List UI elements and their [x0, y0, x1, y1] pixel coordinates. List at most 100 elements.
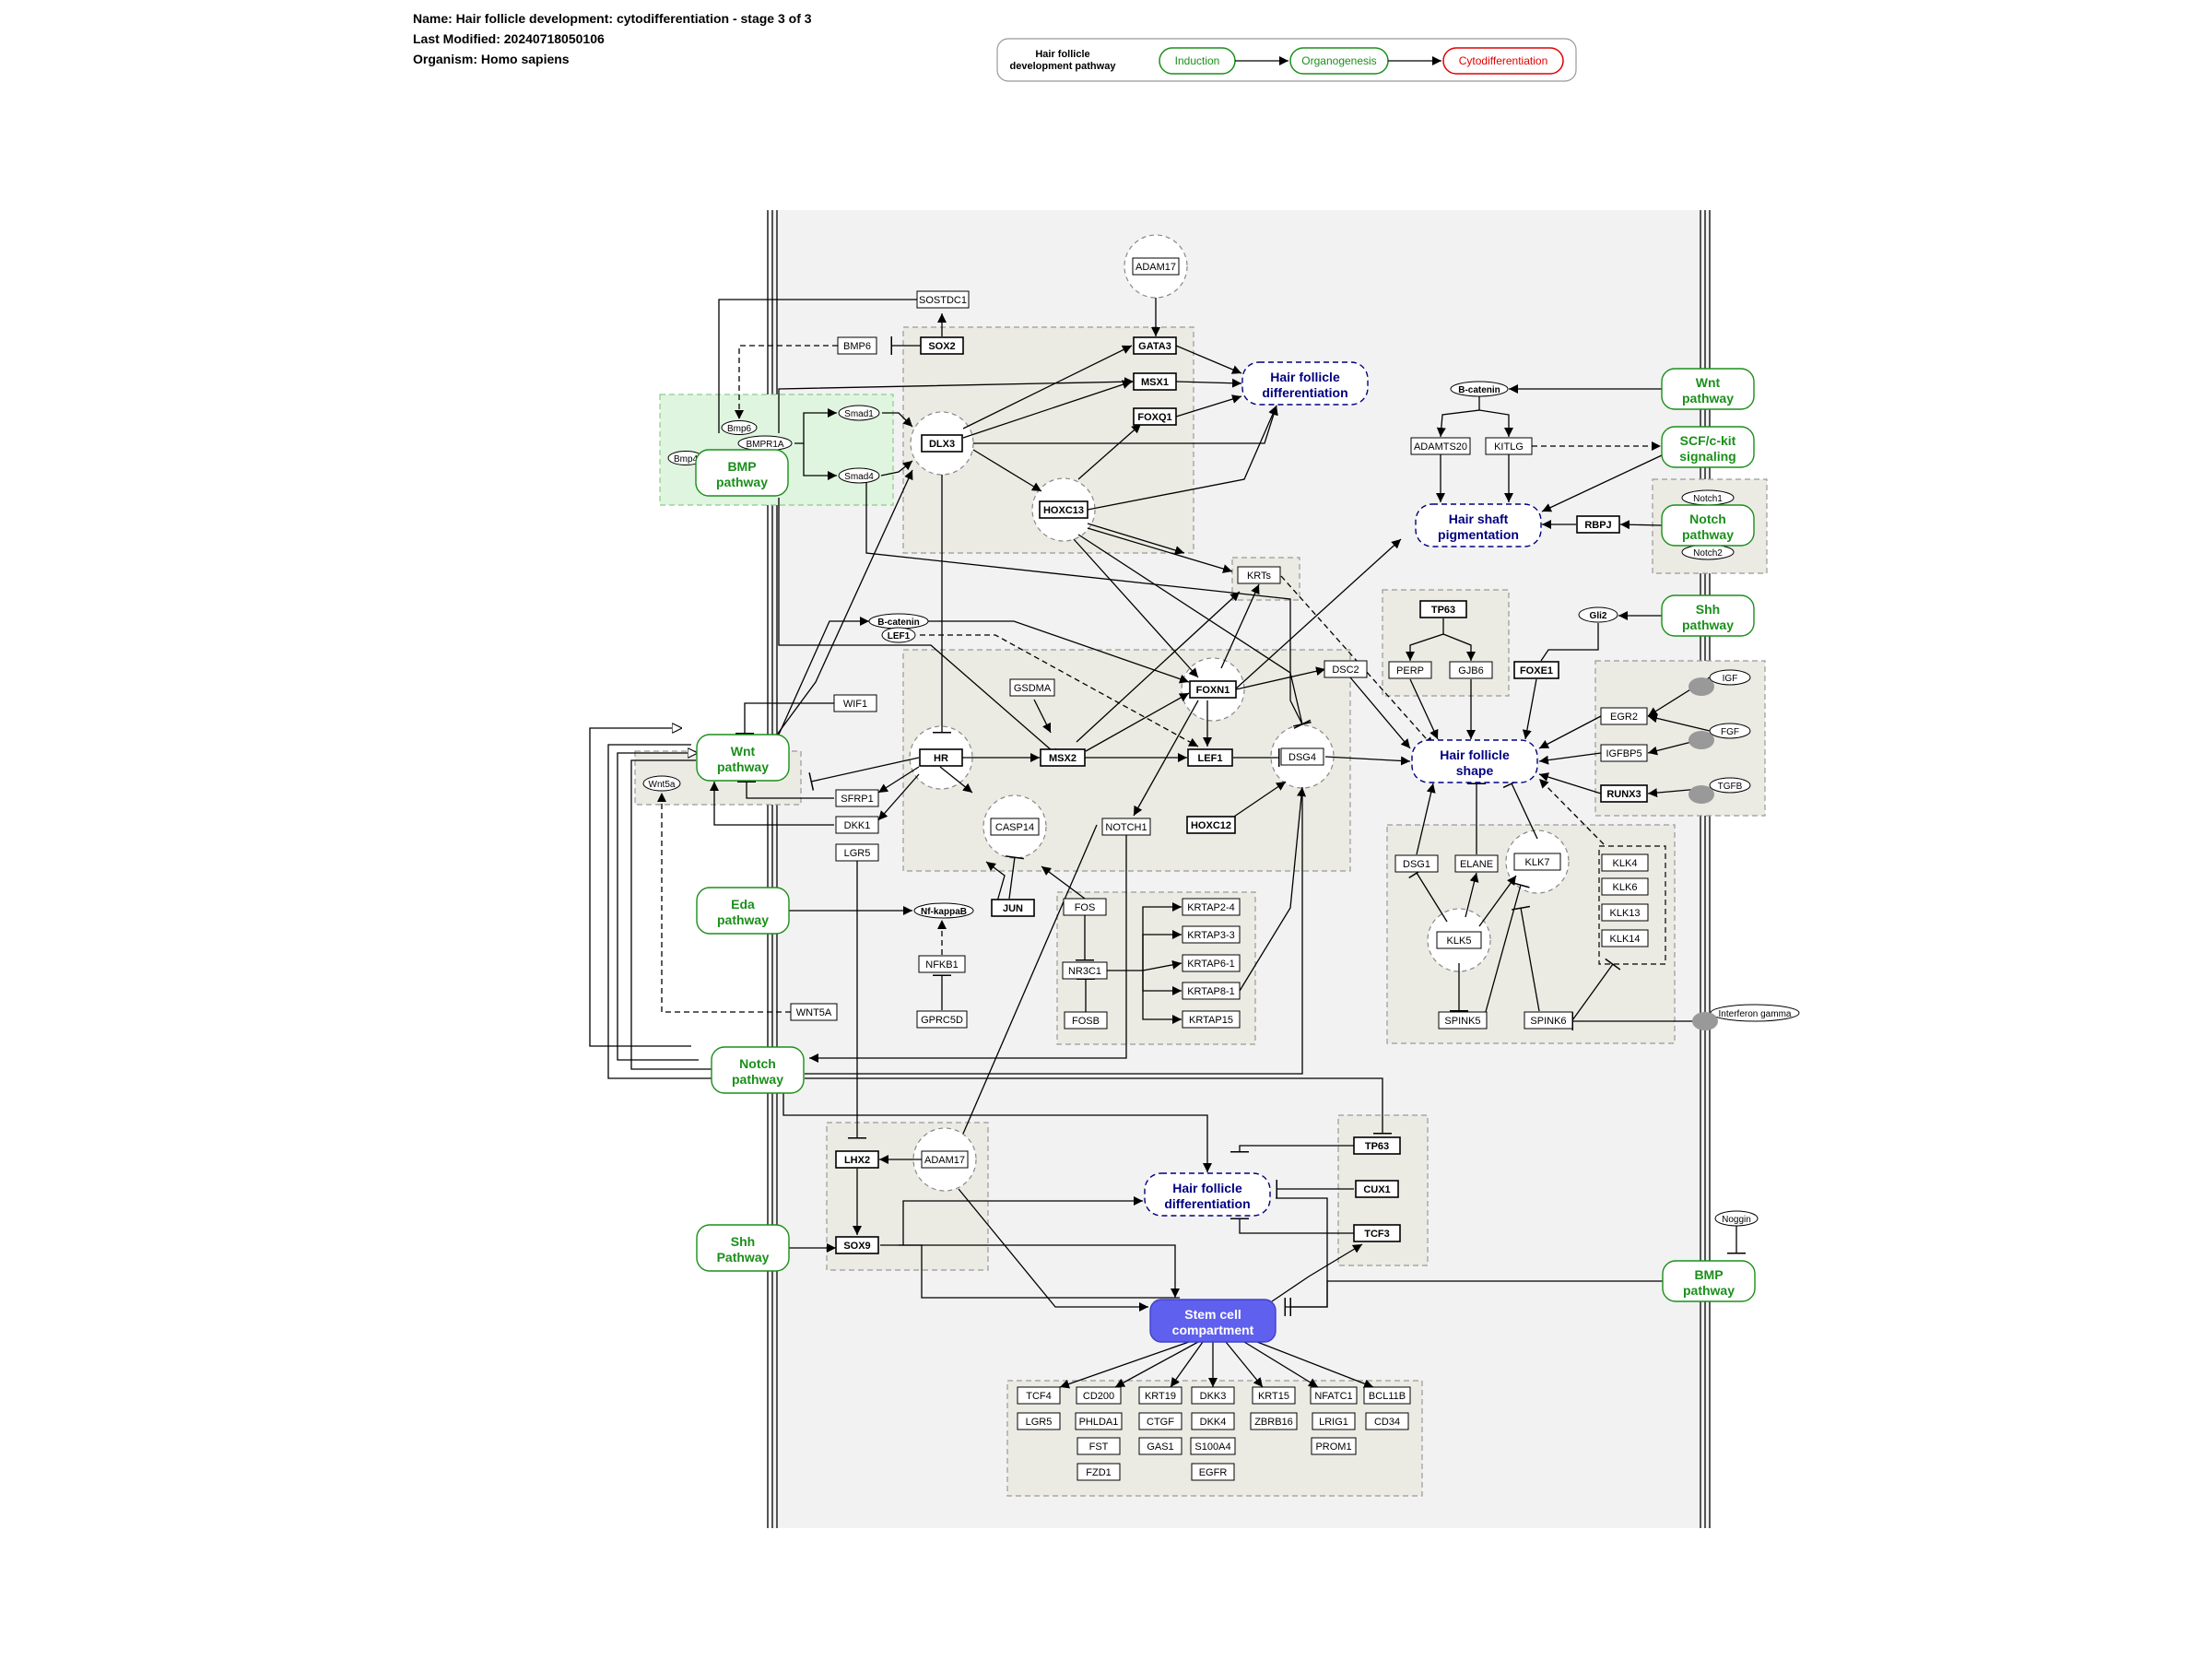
edge	[1234, 538, 1402, 690]
pathway-line1-label: BMP	[727, 459, 756, 474]
gene-label: PROM1	[1315, 1441, 1351, 1453]
gene-label: GPRC5D	[921, 1015, 963, 1026]
gene-runx3: RUNX3	[1600, 784, 1648, 803]
gene-egfr: EGFR	[1191, 1463, 1235, 1481]
edge	[1619, 520, 1663, 530]
gene-lgr5: LGR5	[835, 843, 879, 862]
gene-hr: HR	[919, 748, 963, 767]
gene-dsg1: DSG1	[1394, 854, 1439, 873]
node-bmp4: Bmp4	[667, 451, 704, 465]
edge	[778, 377, 1135, 433]
edge	[1571, 958, 1621, 1021]
node-wnt5a: Wnt5a	[642, 775, 681, 792]
gene-adam17: ADAM17	[921, 1150, 969, 1169]
node-label: Interferon gamma	[1719, 1009, 1792, 1019]
edge	[1239, 786, 1306, 992]
pathway-line2-label: pathway	[717, 912, 769, 927]
gene-krtap8-1: KRTAP8-1	[1182, 982, 1241, 1000]
legend: Hair follicle development pathway Induct…	[996, 38, 1577, 82]
node-label: Noggin	[1722, 1215, 1751, 1225]
edge	[1230, 1218, 1354, 1234]
gene-label: DSG4	[1288, 752, 1316, 763]
edge	[1408, 867, 1448, 923]
gene-spink5: SPINK5	[1438, 1011, 1488, 1030]
legend-stage-induction: Induction	[1175, 54, 1220, 67]
edge	[939, 766, 973, 794]
organism: Organism: Homo sapiens	[413, 52, 570, 66]
node-smad1: Smad1	[838, 405, 880, 421]
edge	[809, 835, 1127, 1063]
edge	[718, 299, 922, 433]
node-label: Notch1	[1693, 494, 1723, 504]
edge	[1538, 772, 1602, 794]
gene-label: KRTAP6-1	[1187, 959, 1235, 970]
node-label: Smad1	[844, 409, 874, 419]
gene-jun: JUN	[991, 899, 1035, 917]
edge	[1175, 394, 1242, 418]
last-modified: Last Modified: 20240718050106	[413, 31, 605, 46]
gene-cd34: CD34	[1365, 1412, 1409, 1430]
gene-label: GAS1	[1147, 1441, 1173, 1453]
gene-klk13: KLK13	[1601, 903, 1649, 922]
node-igf: IGF	[1709, 669, 1751, 686]
gene-label: NFATC1	[1314, 1391, 1352, 1402]
gene-gprc5d: GPRC5D	[916, 1010, 968, 1029]
node-bmp6: Bmp6	[721, 420, 758, 435]
gene-fzd1: FZD1	[1077, 1463, 1121, 1481]
gene-label: LRIG1	[1319, 1417, 1348, 1428]
receptor-blob	[1688, 731, 1714, 749]
edge	[1416, 782, 1436, 855]
edge	[1465, 872, 1479, 918]
edge	[769, 469, 913, 746]
edge	[1409, 678, 1439, 740]
gene-bmp6: BMP6	[837, 336, 877, 355]
edge	[1225, 1341, 1264, 1388]
edge	[1133, 700, 1199, 817]
gene-lrig1: LRIG1	[1312, 1412, 1356, 1430]
gene-label: CD200	[1083, 1391, 1114, 1402]
gene-label: RUNX3	[1606, 789, 1641, 800]
gene-label: FOSB	[1072, 1016, 1100, 1027]
edge	[1324, 756, 1411, 766]
gene-label: TCF3	[1364, 1229, 1390, 1240]
gene-dkk3: DKK3	[1191, 1386, 1235, 1405]
group-klk-set	[1598, 845, 1666, 965]
process-line1-label: Hair follicle	[1172, 1181, 1242, 1195]
process-line2-label: differentiation	[1262, 385, 1347, 400]
gene-label: ADAM17	[924, 1155, 965, 1166]
edge	[1478, 409, 1513, 437]
gene-klk14: KLK14	[1601, 929, 1649, 947]
pathway-line2-label: pathway	[1682, 618, 1734, 632]
receptor-blob	[1688, 677, 1714, 696]
gene-tp63: TP63	[1353, 1136, 1401, 1155]
gene-tp63: TP63	[1419, 600, 1467, 618]
gene-gsdma: GSDMA	[1009, 678, 1055, 697]
gene-label: HR	[934, 753, 948, 764]
gene-gjb6: GJB6	[1449, 661, 1493, 679]
edge	[920, 634, 1199, 747]
edge	[805, 1077, 1392, 1135]
pathway-line1-label: Shh	[731, 1234, 755, 1249]
gene-label: EGR2	[1610, 712, 1638, 723]
edge	[710, 782, 834, 826]
gene-krt15: KRT15	[1252, 1386, 1296, 1405]
node-label: IGF	[1723, 674, 1738, 684]
edge	[1142, 930, 1182, 971]
gene-label: LGR5	[844, 848, 871, 859]
edge	[630, 759, 712, 1070]
gene-label: HOXC13	[1043, 505, 1084, 516]
gene-label: IGFBP5	[1606, 748, 1641, 759]
gene-label: TCF4	[1026, 1391, 1052, 1402]
gene-fst: FST	[1077, 1437, 1121, 1455]
gene-krtap6-1: KRTAP6-1	[1182, 954, 1241, 972]
gene-label: SOX2	[928, 341, 955, 352]
gene-egr2: EGR2	[1600, 707, 1648, 725]
gene-label: DKK1	[844, 820, 871, 831]
gene-lef1: LEF1	[1187, 748, 1233, 767]
gene-label: MSX1	[1141, 377, 1169, 388]
